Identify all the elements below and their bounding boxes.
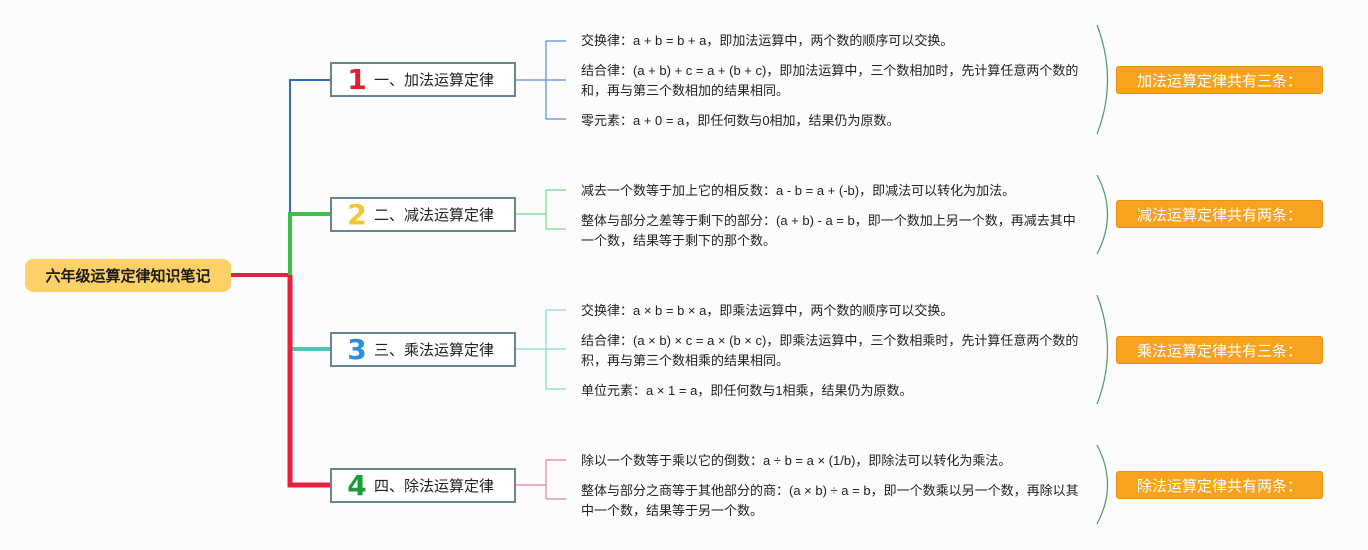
leaf-division-whole-part[interactable]: 整体与部分之商等于其他部分的商：(a × b) ÷ a = b，即一个数乘以另一… <box>581 483 1079 518</box>
branch-title: 一、加法运算定律 <box>374 72 495 89</box>
number-1-icon: 1 <box>347 62 367 96</box>
branch-subtraction[interactable]: 2 二、减法运算定律 <box>330 197 516 232</box>
root-topic[interactable]: 六年级运算定律知识笔记 <box>25 259 231 292</box>
leaf-division-reciprocal[interactable]: 除以一个数等于乘以它的倒数：a ÷ b = a × (1/b)，即除法可以转化为… <box>581 453 1012 468</box>
leaf-addition-associative[interactable]: 结合律：(a + b) + c = a + (b + c)，即加法运算中，三个数… <box>581 63 1079 98</box>
number-4-icon: 4 <box>347 468 367 502</box>
leaf-subtraction-whole-part[interactable]: 整体与部分之差等于剩下的部分：(a + b) - a = b，即一个数加上另一个… <box>581 213 1076 248</box>
branch-division[interactable]: 4 四、除法运算定律 <box>330 468 516 503</box>
summary-subtraction[interactable]: 减法运算定律共有两条： <box>1116 200 1323 228</box>
branch-multiplication[interactable]: 3 三、乘法运算定律 <box>330 332 516 367</box>
branch-addition[interactable]: 1 一、加法运算定律 <box>330 62 516 97</box>
branch-title: 四、除法运算定律 <box>374 478 495 495</box>
number-2-icon: 2 <box>347 197 367 231</box>
branch-title: 三、乘法运算定律 <box>374 342 495 359</box>
leaf-subtraction-opposite[interactable]: 减去一个数等于加上它的相反数：a - b = a + (-b)，即减法可以转化为… <box>581 183 1016 198</box>
summary-division[interactable]: 除法运算定律共有两条： <box>1116 471 1323 499</box>
leaf-addition-zero[interactable]: 零元素：a + 0 = a，即任何数与0相加，结果仍为原数。 <box>581 113 900 128</box>
leaf-addition-commutative[interactable]: 交换律：a + b = b + a，即加法运算中，两个数的顺序可以交换。 <box>581 33 954 48</box>
summary-multiplication[interactable]: 乘法运算定律共有三条： <box>1116 336 1323 364</box>
branch-title: 二、减法运算定律 <box>374 207 495 224</box>
number-3-icon: 3 <box>347 332 367 366</box>
leaf-multiplication-unit[interactable]: 单位元素：a × 1 = a，即任何数与1相乘，结果仍为原数。 <box>581 383 913 398</box>
summary-addition[interactable]: 加法运算定律共有三条： <box>1116 66 1323 94</box>
leaf-multiplication-commutative[interactable]: 交换律：a × b = b × a，即乘法运算中，两个数的顺序可以交换。 <box>581 303 954 318</box>
leaf-multiplication-associative[interactable]: 结合律：(a × b) × c = a × (b × c)，即乘法运算中，三个数… <box>581 333 1079 368</box>
